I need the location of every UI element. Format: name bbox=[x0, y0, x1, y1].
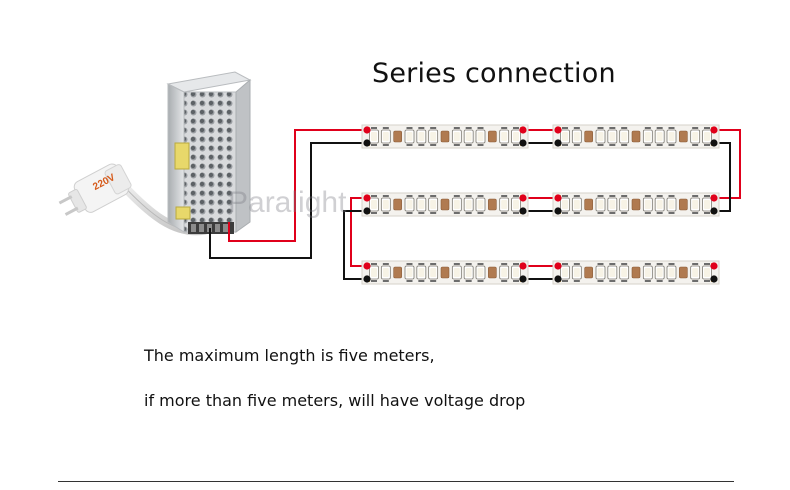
strip-row3-left bbox=[361, 260, 529, 285]
positive-terminal-dot bbox=[710, 126, 718, 134]
positive-link-row2-row3 bbox=[350, 197, 368, 267]
note-max-length: The maximum length is five meters, bbox=[144, 346, 435, 365]
negative-terminal-dot bbox=[519, 207, 527, 215]
negative-terminal-dot bbox=[710, 207, 718, 215]
positive-link-row1-row2 bbox=[716, 129, 741, 199]
positive-terminal-dot bbox=[710, 262, 718, 270]
negative-terminal-dot bbox=[363, 275, 371, 283]
negative-terminal-dot bbox=[554, 207, 562, 215]
negative-terminal-dot bbox=[710, 275, 718, 283]
watermark: Paralight bbox=[228, 186, 347, 219]
strip-row2-left bbox=[361, 192, 529, 217]
negative-link-row1-row2 bbox=[716, 142, 731, 212]
positive-terminal-dot bbox=[519, 262, 527, 270]
positive-terminal-dot bbox=[554, 126, 562, 134]
negative-terminal-dot bbox=[363, 207, 371, 215]
positive-terminal-dot bbox=[363, 194, 371, 202]
led-strips bbox=[361, 124, 720, 285]
positive-terminal-dot bbox=[710, 194, 718, 202]
positive-wire-psu-to-strip1 bbox=[228, 129, 368, 242]
diagram-title: Series connection bbox=[372, 58, 616, 89]
power-supply bbox=[166, 71, 252, 234]
negative-terminal-dot bbox=[710, 139, 718, 147]
positive-terminal-dot bbox=[519, 194, 527, 202]
note-voltage-drop: if more than five meters, will have volt… bbox=[144, 391, 526, 410]
negative-terminal-dot bbox=[363, 139, 371, 147]
negative-terminal-dot bbox=[519, 139, 527, 147]
negative-terminal-dot bbox=[554, 275, 562, 283]
negative-terminal-dot bbox=[519, 275, 527, 283]
footer-divider bbox=[58, 481, 734, 482]
positive-terminal-dot bbox=[554, 262, 562, 270]
negative-link-row2-row3 bbox=[343, 210, 368, 280]
positive-terminal-dot bbox=[363, 126, 371, 134]
positive-terminal-dot bbox=[554, 194, 562, 202]
negative-wire-psu-to-strip1 bbox=[209, 142, 368, 259]
strip-row2-right bbox=[552, 192, 720, 217]
strip-row1-left bbox=[361, 124, 529, 149]
wiring bbox=[209, 129, 741, 280]
strip-row3-right bbox=[552, 260, 720, 285]
positive-terminal-dot bbox=[363, 262, 371, 270]
strip-row1-right bbox=[552, 124, 720, 149]
positive-terminal-dot bbox=[519, 126, 527, 134]
negative-terminal-dot bbox=[554, 139, 562, 147]
